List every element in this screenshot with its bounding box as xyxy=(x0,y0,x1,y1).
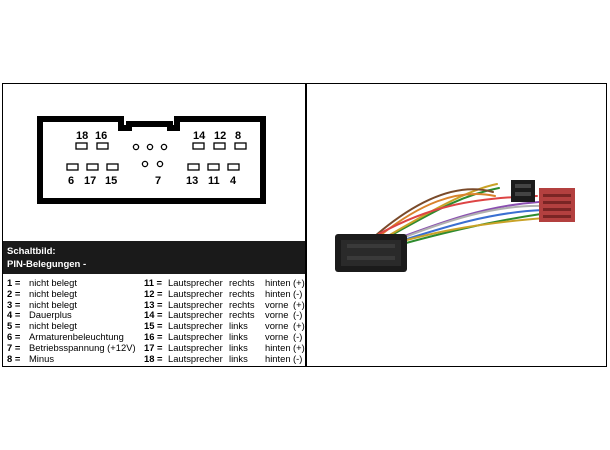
pin-side: links xyxy=(229,320,248,332)
pin-polarity: (-) xyxy=(293,330,303,342)
pin-number: 5 = xyxy=(7,320,21,332)
pin-description: Minus xyxy=(29,352,55,364)
pin-description: Lautsprecher xyxy=(168,298,223,310)
pin-side: links xyxy=(229,341,248,353)
pin-number: 1 = xyxy=(7,277,21,288)
pin-number: 17 = xyxy=(144,341,163,353)
pin-number: 11 = xyxy=(144,277,162,288)
pin-label: 17 xyxy=(84,175,96,187)
pin-label: 7 xyxy=(155,175,161,187)
pin-number: 3 = xyxy=(7,298,21,310)
pin-description: Lautsprecher xyxy=(168,352,223,364)
table-row: 6 = Armaturenbeleuchtung 16 = Lautsprech… xyxy=(7,330,305,343)
pin-number: 4 = xyxy=(7,309,21,321)
pin-side: links xyxy=(229,330,248,342)
pin-number: 16 = xyxy=(144,330,163,342)
pin-description: nicht belegt xyxy=(29,277,77,288)
table-row: 8 = Minus 18 = Lautsprecher links hinten… xyxy=(7,352,305,365)
pin-number: 15 = xyxy=(144,320,163,332)
table-row: 3 = nicht belegt 13 = Lautsprecher recht… xyxy=(7,298,305,311)
pin-description: Dauerplus xyxy=(29,309,72,321)
pin-polarity: (-) xyxy=(293,309,303,321)
pin-label: 6 xyxy=(68,175,74,187)
top-slots xyxy=(66,142,247,171)
pin-label: 13 xyxy=(186,175,198,187)
product-photo-panel xyxy=(307,84,606,366)
pin-polarity: (+) xyxy=(293,298,305,310)
small-black-plug xyxy=(511,180,535,202)
pin-position: hinten xyxy=(265,352,291,364)
pin-label: 15 xyxy=(105,175,117,187)
pin-label: 18 xyxy=(76,130,88,142)
pin-number: 6 = xyxy=(7,330,21,342)
pinout-panel: 18 16 14 12 8 xyxy=(3,84,305,366)
pin-side: rechts xyxy=(229,277,255,288)
pin-description: Lautsprecher xyxy=(168,320,223,332)
pin-label: 12 xyxy=(214,130,226,142)
header-title: Schaltbild: xyxy=(7,246,56,257)
table-row: 4 = Dauerplus 14 = Lautsprecher rechts v… xyxy=(7,310,305,321)
pin-side: rechts xyxy=(229,309,255,321)
vehicle-connector-black xyxy=(335,234,407,272)
pin-polarity: (+) xyxy=(293,320,305,332)
pin-position: hinten xyxy=(265,277,291,288)
wiring-harness-illustration xyxy=(335,180,575,272)
pin-number: 2 = xyxy=(7,287,21,299)
schematic-header: Schaltbild: PIN-Belegungen - xyxy=(3,241,305,274)
connector-diagram: 18 16 14 12 8 xyxy=(37,116,266,204)
pin-description: Betriebsspannung (+12V) xyxy=(29,341,136,353)
connector-body xyxy=(37,116,266,204)
iso-connector-red xyxy=(539,188,575,222)
pin-side: rechts xyxy=(229,287,255,299)
pin-label: 8 xyxy=(235,130,241,142)
header-subtitle: PIN-Belegungen - xyxy=(7,259,87,270)
pin-description: nicht belegt xyxy=(29,287,77,299)
pin-description: nicht belegt xyxy=(29,320,77,332)
pin-label: 14 xyxy=(193,130,206,142)
pin-description: Lautsprecher xyxy=(168,341,223,353)
pin-polarity: (-) xyxy=(293,287,303,299)
pin-position: vorne xyxy=(265,330,289,342)
product-frame: 18 16 14 12 8 xyxy=(2,83,607,367)
pin-label: 16 xyxy=(95,130,107,142)
table-row: 1 = nicht belegt 11 = Lautsprecher recht… xyxy=(7,277,305,289)
pin-position: hinten xyxy=(265,341,291,353)
pin-polarity: (+) xyxy=(293,277,305,288)
pin-polarity: (+) xyxy=(293,341,305,353)
pin-description: Lautsprecher xyxy=(168,309,223,321)
pin-polarity: (-) xyxy=(293,352,303,364)
pin-number: 14 = xyxy=(144,309,163,321)
panel-divider xyxy=(305,84,307,366)
pin-number: 12 = xyxy=(144,287,163,299)
pin-side: rechts xyxy=(229,298,255,310)
table-row: 2 = nicht belegt 12 = Lautsprecher recht… xyxy=(7,287,305,300)
pin-description: Lautsprecher xyxy=(168,277,223,288)
pin-description: Lautsprecher xyxy=(168,287,223,299)
pin-position: vorne xyxy=(265,298,289,310)
table-row: 7 = Betriebsspannung (+12V) 17 = Lautspr… xyxy=(7,341,305,354)
table-row: 5 = nicht belegt 15 = Lautsprecher links… xyxy=(7,320,305,332)
pin-number: 18 = xyxy=(144,352,163,364)
pin-position: vorne xyxy=(265,320,289,332)
pin-assignment-table: 1 = nicht belegt 11 = Lautsprecher recht… xyxy=(7,277,305,365)
pin-number: 8 = xyxy=(7,352,21,364)
pin-number: 7 = xyxy=(7,341,21,353)
pin-description: Lautsprecher xyxy=(168,330,223,342)
pin-position: vorne xyxy=(265,309,289,321)
pin-description: Armaturenbeleuchtung xyxy=(29,330,124,342)
pin-side: links xyxy=(229,352,248,364)
pin-label: 4 xyxy=(230,175,237,187)
pin-label: 11 xyxy=(208,175,220,187)
pin-position: hinten xyxy=(265,287,291,299)
pin-description: nicht belegt xyxy=(29,298,77,310)
round-pins xyxy=(132,143,168,168)
pin-number: 13 = xyxy=(144,298,163,310)
